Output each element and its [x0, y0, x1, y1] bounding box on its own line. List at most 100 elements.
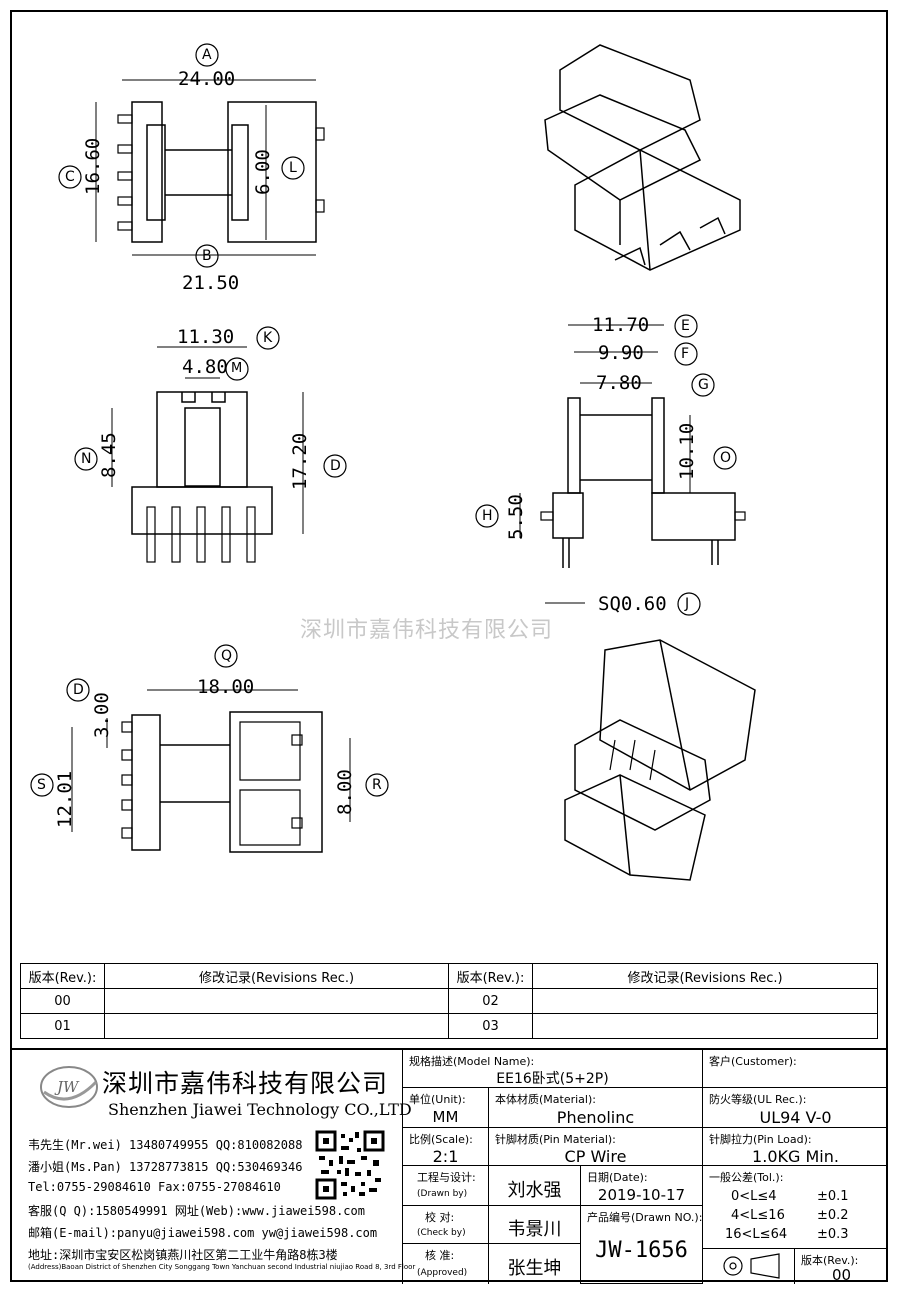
rec-header-left: 修改记录(Revisions Rec.) [104, 963, 449, 989]
pin-material-label: 针脚材质(Pin Material): [495, 1133, 616, 1146]
pin-load-label: 针脚拉力(Pin Load): [709, 1133, 812, 1146]
date-label: 日期(Date): [587, 1171, 648, 1184]
unit-label: 单位(Unit): [409, 1093, 466, 1106]
company-name-cn: 深圳市嘉伟科技有限公司 [102, 1069, 389, 1098]
material-value: Phenolinc [556, 1108, 635, 1127]
material-cell: 本体材质(Material): Phenolinc [488, 1088, 702, 1128]
check-by-cell: 校 对: (Check by) [402, 1206, 488, 1244]
tolerance-range: 4<L≤16 [731, 1208, 785, 1223]
customer-label: 客户(Customer): [709, 1055, 797, 1068]
dim-width-a: 24.00 [178, 68, 236, 90]
version-cell: 版本(Rev.): 00 [794, 1248, 888, 1284]
ul-label: 防火等级(UL Rec.): [709, 1093, 807, 1106]
pin-load-value: 1.0KG Min. [752, 1147, 839, 1166]
label-k: K [263, 330, 273, 346]
scale-value: 2:1 [432, 1147, 459, 1166]
material-label: 本体材质(Material): [495, 1093, 596, 1106]
rev-header-right: 版本(Rev.): [448, 963, 533, 989]
tolerance-value: ±0.1 [817, 1189, 849, 1204]
check-by-value-cell: 韦景川 [488, 1206, 580, 1244]
drawn-by-value: 刘水强 [507, 1180, 562, 1201]
rev-header-left: 版本(Rev.): [20, 963, 105, 989]
tolerance-value: ±0.3 [817, 1227, 849, 1242]
approved-by-value-cell: 张生坤 [488, 1244, 580, 1284]
dim-k: 11.30 [177, 326, 235, 348]
drawing-frame [10, 10, 888, 1282]
projection-symbol-cell [702, 1248, 794, 1284]
company-name-en: Shenzhen Jiawei Technology CO.,LTD [108, 1100, 412, 1119]
dim-o: 10.10 [676, 422, 698, 480]
label-a: A [202, 47, 212, 63]
tolerance-cell: 一般公差(Tol.): 0<L≤4 ±0.1 4<L≤16 ±0.2 16<L≤… [702, 1166, 888, 1248]
dim-d2: 3.00 [91, 692, 113, 738]
dim-j: SQ0.60 [598, 593, 667, 615]
address-cn: 地址:深圳市宝安区松岗镇燕川社区第二工业牛角路8栋3楼 [28, 1248, 338, 1262]
label-g: G [698, 377, 709, 393]
label-b: B [202, 248, 212, 264]
label-e: E [681, 318, 690, 334]
front-view [95, 79, 325, 256]
rec-cell [104, 988, 449, 1014]
tolerance-range: 0<L≤4 [731, 1189, 777, 1204]
approved-by-sub: (Approved) [417, 1268, 468, 1278]
unit-cell: 单位(Unit): MM [402, 1088, 488, 1128]
drawn-by-sub: (Drawn by) [417, 1189, 468, 1199]
dim-g: 7.80 [596, 372, 642, 394]
rec-cell [104, 1013, 449, 1039]
bottom-view [71, 689, 351, 853]
drawing-number-cell: 产品编号(Drawn NO.): JW-1656 [580, 1206, 702, 1284]
version-value: 00 [831, 1266, 852, 1284]
customer-cell: 客户(Customer): [702, 1050, 888, 1088]
iso-view-top [544, 44, 741, 271]
model-value: EE16卧式(5+2P) [496, 1071, 609, 1087]
label-m: M [231, 361, 243, 376]
dim-height-c: 16.60 [82, 137, 104, 195]
tolerance-range: 16<L≤64 [725, 1227, 788, 1242]
pin-load-cell: 针脚拉力(Pin Load): 1.0KG Min. [702, 1128, 888, 1166]
label-o: O [720, 450, 732, 466]
tolerance-value: ±0.2 [817, 1208, 849, 1223]
date-cell: 日期(Date): 2019-10-17 [580, 1166, 702, 1206]
dimension-label-circles [30, 43, 737, 797]
rec-header-right: 修改记录(Revisions Rec.) [532, 963, 878, 989]
label-s: S [37, 777, 46, 793]
technical-drawing [30, 43, 756, 881]
pin-material-cell: 针脚材质(Pin Material): CP Wire [488, 1128, 702, 1166]
dim-q: 18.00 [197, 676, 255, 698]
iso-view-bottom [564, 639, 756, 881]
drawing-number-label: 产品编号(Drawn NO.): [587, 1211, 703, 1224]
label-d: D [330, 458, 341, 474]
label-f: F [681, 346, 690, 362]
company-logo: JW [40, 1066, 98, 1108]
dim-n: 8.45 [98, 432, 120, 478]
unit-value: MM [432, 1108, 459, 1126]
drawn-by-cell: 工程与设计: (Drawn by) [402, 1166, 488, 1206]
contact-line: 韦先生(Mr.wei) 13480749955 QQ:810082088 [28, 1138, 303, 1152]
dim-s: 12.01 [54, 770, 76, 828]
check-by-sub: (Check by) [417, 1228, 466, 1238]
pin-material-value: CP Wire [564, 1147, 627, 1166]
contact-line: 客服(Q Q):1580549991 网址(Web):www.jiawei598… [28, 1204, 365, 1218]
label-j: J [685, 596, 690, 612]
drawing-number-value: JW-1656 [595, 1238, 688, 1263]
dim-window-l: 6.00 [252, 149, 274, 195]
dim-m: 4.80 [182, 356, 228, 378]
model-cell: 规格描述(Model Name): EE16卧式(5+2P) [402, 1050, 702, 1088]
rev-cell: 03 [448, 1013, 533, 1039]
contact-line: 潘小姐(Ms.Pan) 13728773815 QQ:530469346 [28, 1160, 303, 1174]
rev-cell: 00 [20, 988, 105, 1014]
contact-line: 邮箱(E-mail):panyu@jiawei598.com yw@jiawei… [28, 1226, 378, 1240]
scale-cell: 比例(Scale): 2:1 [402, 1128, 488, 1166]
dim-d: 17.20 [289, 432, 311, 490]
contact-line: Tel:0755-29084610 Fax:0755-27084610 [28, 1180, 281, 1194]
label-c: C [65, 169, 75, 185]
side-view [111, 346, 304, 563]
check-by-value: 韦景川 [507, 1219, 562, 1240]
drawn-by-label: 工程与设计: [417, 1171, 476, 1184]
revision-table: 版本(Rev.): 修改记录(Revisions Rec.) 版本(Rev.):… [20, 963, 878, 1039]
label-d2: D [73, 682, 84, 698]
logo-text: JW [54, 1078, 80, 1096]
watermark: 深圳市嘉伟科技有限公司 [300, 618, 554, 643]
ul-cell: 防火等级(UL Rec.): UL94 V-0 [702, 1088, 888, 1128]
tolerance-label: 一般公差(Tol.): [709, 1171, 784, 1184]
